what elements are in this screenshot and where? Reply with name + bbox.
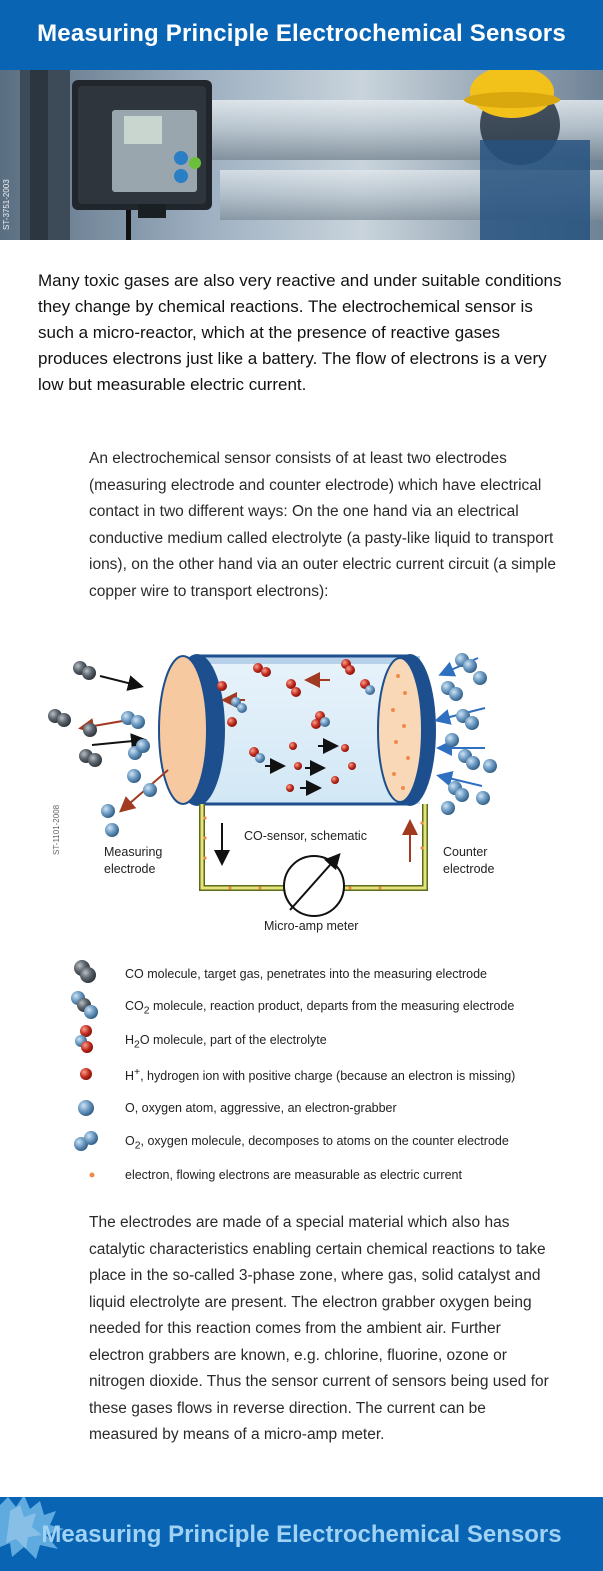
counter-electrode-label-2: electrode [443,862,495,876]
legend-o2-text: O [125,1134,135,1148]
page-title: Measuring Principle Electrochemical Sens… [37,20,566,47]
legend-co: CO molecule, target gas, penetrates into… [70,958,590,988]
legend-co2-subscript: 2 [143,1005,150,1017]
legend-h2o: H2O molecule, part of the electrolyte [70,1024,590,1054]
co2-molecule-icon [71,991,98,1019]
legend-electron-text: electron, flowing electrons are measurab… [125,1168,462,1182]
legend-oxygen-atom: O, oxygen atom, aggressive, an electron-… [70,1092,590,1122]
legend-o2-text-rest: , oxygen molecule, decomposes to atoms o… [140,1134,509,1148]
legend-h2o-text: H [125,1033,135,1047]
legend-h-superscript: + [134,1067,141,1078]
h2o-molecule-icon [75,1025,93,1053]
legend-h-text: H [125,1069,135,1084]
photo-code: ST-3751-2003 [2,179,11,230]
page-footer: Measuring Principle Electrochemical Sens… [0,1497,603,1571]
footer-title: Measuring Principle Electrochemical Sens… [41,1521,562,1548]
electron-icon [89,1172,95,1178]
legend-co-text: CO molecule, target gas, penetrates into… [125,967,488,981]
measuring-electrode-label-1: Measuring [104,845,163,859]
legend-electron: electron, flowing electrons are measurab… [70,1159,590,1189]
legend-co2-text-rest: molecule, reaction product, departs from… [149,999,515,1013]
intro-paragraph: Many toxic gases are also very reactive … [38,271,562,394]
diagram-code: ST-1101-2008 [52,804,61,855]
legend-co2-text: CO [125,999,144,1013]
counter-electrode-label-1: Counter [443,845,488,859]
o2-molecule-icon [74,1131,98,1151]
splash-decoration-icon [0,1497,64,1559]
legend-h-text-rest: , hydrogen ion with positive charge (bec… [140,1069,516,1084]
legend-hydrogen-ion: H+, hydrogen ion with positive charge (b… [70,1058,590,1088]
legend-h2o-text-rest: O molecule, part of the electrolyte [139,1033,327,1047]
electrode-material-paragraph: The electrodes are made of a special mat… [89,1214,549,1443]
hydrogen-ion-icon [80,1068,92,1080]
page-header: Measuring Principle Electrochemical Sens… [0,0,603,70]
schematic-label: CO-sensor, schematic [244,829,367,843]
micro-amp-meter-label: Micro-amp meter [264,919,359,933]
legend-o2-subscript: 2 [134,1140,141,1152]
co-sensor-diagram: CO-sensor, schematic Measuring electrode… [0,648,603,948]
measuring-electrode-label-2: electrode [104,862,156,876]
description-paragraph: An electrochemical sensor consists of at… [89,450,556,600]
legend-h2o-subscript: 2 [134,1039,140,1051]
co-molecule-icon [74,960,96,983]
header-photo: ST-3751-2003 [0,70,603,240]
oxygen-atom-icon [78,1100,94,1116]
legend-o2: O2, oxygen molecule, decomposes to atoms… [70,1125,590,1155]
legend-o-text: O, oxygen atom, aggressive, an electron-… [125,1101,397,1115]
legend-co2: CO2 molecule, reaction product, departs … [70,990,590,1020]
